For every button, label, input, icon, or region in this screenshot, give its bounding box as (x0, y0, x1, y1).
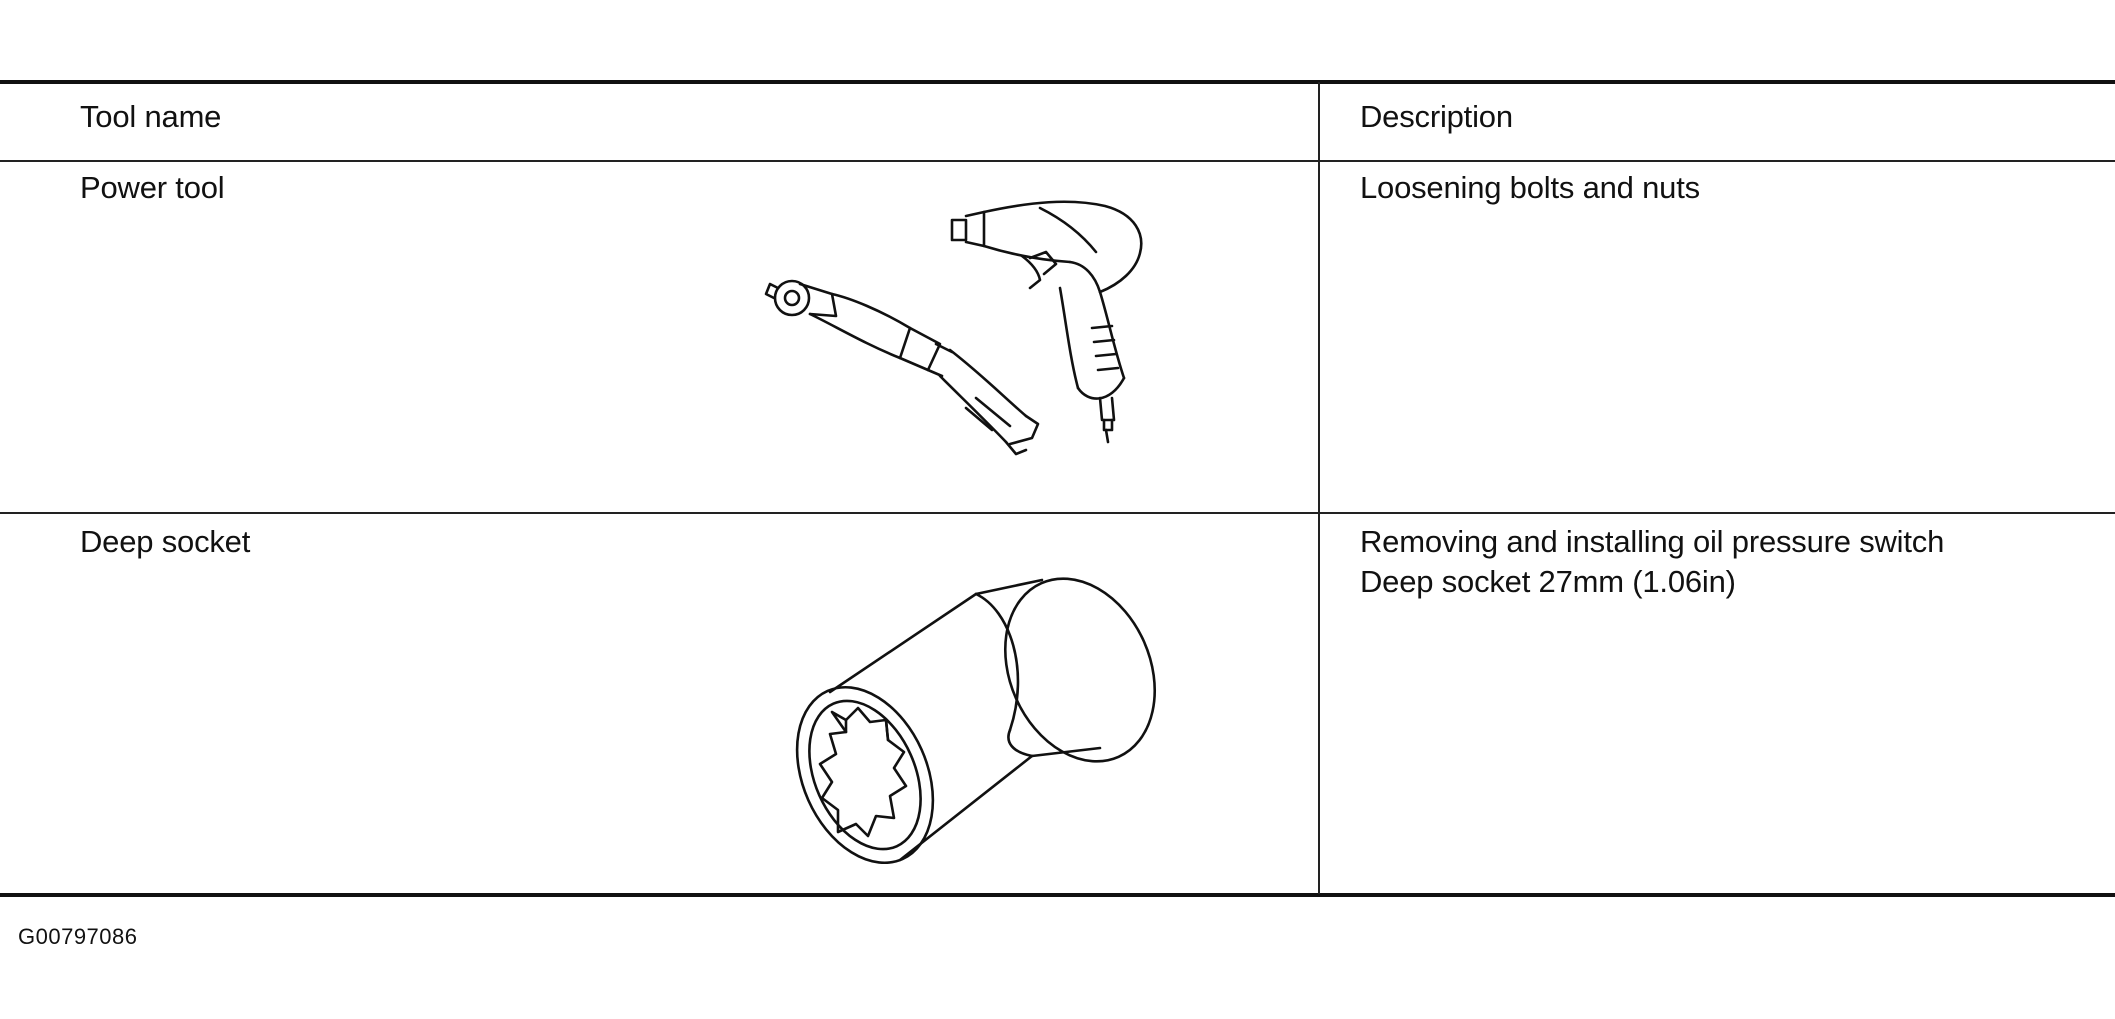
header-description: Description (1360, 99, 1513, 134)
row-deep-socket-description: Removing and installing oil pressure swi… (1360, 522, 1944, 602)
row-divider (0, 512, 2115, 514)
header-divider (0, 160, 2115, 162)
table-top-rule (0, 80, 2115, 84)
description-line: Deep socket 27mm (1.06in) (1360, 564, 1736, 599)
deep-socket-icon (795, 577, 1157, 865)
row-power-tool-name: Power tool (80, 170, 225, 205)
row-deep-socket-name: Deep socket (80, 524, 251, 559)
figure-id: G00797086 (18, 924, 138, 949)
impact-wrench-and-air-ratchet-illustration (740, 198, 1220, 478)
air-ratchet-icon (764, 279, 1040, 456)
row-power-tool-description: Loosening bolts and nuts (1360, 168, 1700, 208)
description-line: Loosening bolts and nuts (1360, 170, 1700, 205)
deep-socket-illustration (780, 570, 1200, 880)
impact-wrench-icon (950, 200, 1143, 444)
description-line: Removing and installing oil pressure swi… (1360, 524, 1945, 559)
column-divider (1318, 82, 1320, 894)
header-tool-name: Tool name (80, 99, 222, 134)
table-bottom-rule (0, 893, 2115, 897)
